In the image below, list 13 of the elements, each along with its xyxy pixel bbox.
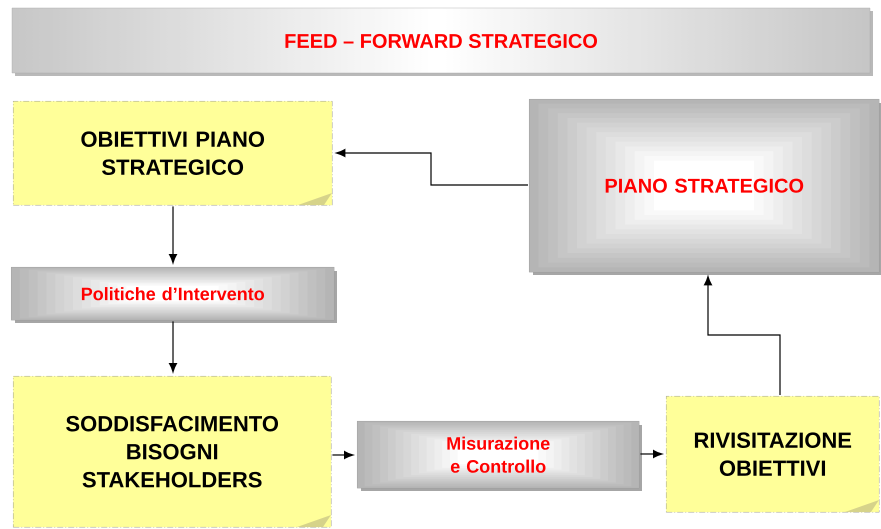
arrow <box>169 321 178 372</box>
process-box: Misurazione e Controllo <box>357 421 642 491</box>
note-box: SODDISFACIMENTO BISOGNI STAKEHOLDERS <box>13 376 332 528</box>
note-box: OBIETTIVI PIANO STRATEGICO <box>13 101 332 206</box>
arrow <box>336 148 528 186</box>
arrow <box>169 206 178 264</box>
arrow <box>332 450 354 459</box>
title-banner: FEED – FORWARD STRATEGICO <box>12 8 873 76</box>
process-box: Politiche d’Intervento <box>11 267 337 323</box>
note-box: RIVISITAZIONE OBIETTIVI <box>666 396 880 512</box>
arrow <box>640 450 662 458</box>
arrow <box>704 276 781 395</box>
process-box: PIANO STRATEGICO <box>529 99 881 275</box>
